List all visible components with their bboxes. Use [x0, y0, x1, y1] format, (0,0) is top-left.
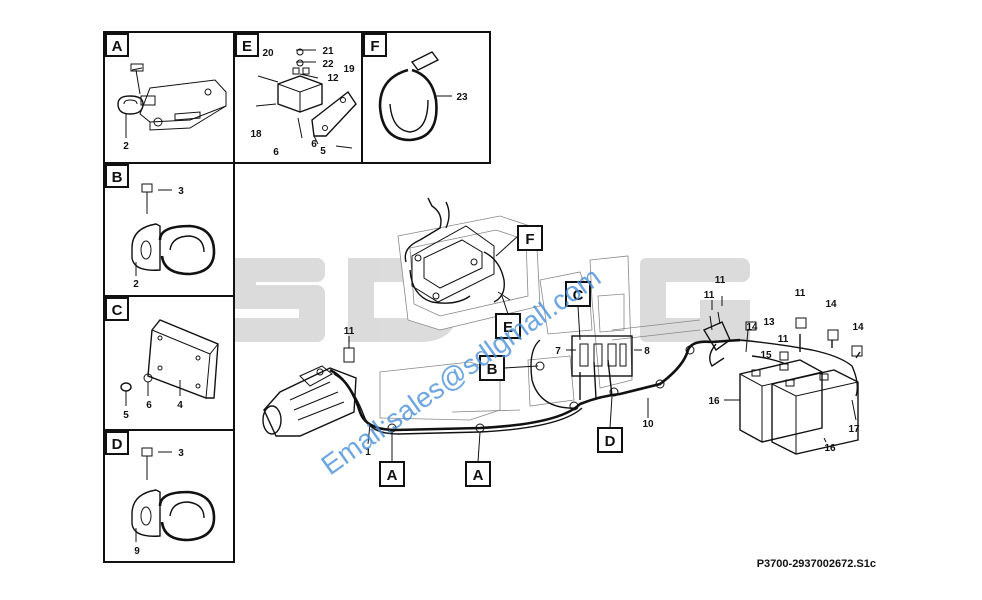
detail-panel-e: E 20 21 22 12 19 18 6 6 5 — [233, 31, 363, 164]
callout-main-11d: 11 — [795, 288, 806, 299]
view-tag-e: E — [495, 313, 521, 339]
callout-main-1: 1 — [365, 447, 371, 458]
relay-box — [571, 335, 633, 377]
starter-motor — [262, 365, 357, 437]
svg-text:D: D — [605, 433, 616, 450]
callout-main-16a: 16 — [708, 396, 720, 407]
callout-main-8: 8 — [644, 346, 650, 357]
callout-c-4: 4 — [177, 400, 183, 411]
callout-main-16b: 16 — [824, 443, 836, 454]
reference-code: P3700-2937002672.S1c — [757, 558, 876, 570]
callout-e-12: 12 — [327, 73, 339, 84]
callout-main-10: 10 — [642, 419, 654, 430]
callout-main-14a: 14 — [746, 322, 758, 333]
callout-d-3: 3 — [178, 448, 184, 459]
callout-e-21: 21 — [322, 46, 334, 57]
callout-c-5: 5 — [123, 410, 129, 421]
callout-main-15: 15 — [760, 350, 772, 361]
callout-main-14b: 14 — [825, 299, 837, 310]
callout-main-7: 7 — [555, 346, 561, 357]
panel-label-b: B — [112, 169, 123, 186]
callout-main-13: 13 — [763, 317, 775, 328]
callout-e-5: 5 — [320, 146, 326, 157]
callout-main-11a: 11 — [344, 326, 355, 337]
callout-main-14c: 14 — [852, 322, 864, 333]
callout-e-22: 22 — [322, 59, 334, 70]
callout-e-6a: 6 — [273, 147, 279, 158]
panel-label-a: A — [112, 38, 123, 55]
panel-label-d: D — [112, 436, 123, 453]
view-tag-a-right: A — [465, 461, 491, 487]
svg-text:C: C — [573, 287, 584, 304]
view-tag-a-left: A — [379, 461, 405, 487]
callout-main-17: 17 — [848, 424, 860, 435]
svg-text:A: A — [387, 467, 398, 484]
svg-text:A: A — [473, 467, 484, 484]
detail-panel-f: F 23 — [361, 31, 491, 164]
svg-text:E: E — [503, 319, 513, 336]
panel-label-f: F — [370, 38, 379, 55]
view-tag-d: D — [597, 427, 623, 453]
detail-panel-c: C 5 6 4 — [103, 295, 235, 431]
svg-text:B: B — [487, 361, 498, 378]
callout-e-19: 19 — [343, 64, 355, 75]
view-tag-f: F — [517, 225, 543, 251]
callout-a-2: 2 — [123, 141, 129, 152]
callout-e-20: 20 — [262, 48, 274, 59]
callout-main-11b: 11 — [715, 275, 726, 286]
callout-e-18: 18 — [250, 129, 262, 140]
detail-panel-d: D 3 9 — [103, 429, 235, 563]
main-assembly-view: 11 1 10 7 8 11 — [262, 197, 864, 487]
callout-b-3: 3 — [178, 186, 184, 197]
callout-main-11e: 11 — [778, 334, 789, 345]
callout-main-11c: 11 — [704, 290, 715, 301]
panel-label-e: E — [242, 38, 252, 55]
callout-b-2: 2 — [133, 279, 139, 290]
detail-panel-b: B 3 2 — [103, 162, 235, 297]
battery-right — [771, 369, 859, 455]
callout-d-9: 9 — [134, 546, 140, 557]
callout-f-23: 23 — [456, 92, 468, 103]
detail-panel-a: A 2 — [103, 31, 235, 164]
callout-e-6b: 6 — [311, 139, 317, 150]
view-tag-b: B — [479, 355, 505, 381]
callout-c-6: 6 — [146, 400, 152, 411]
panel-label-c: C — [112, 302, 123, 319]
battery-left — [739, 359, 823, 443]
svg-text:F: F — [525, 231, 534, 248]
